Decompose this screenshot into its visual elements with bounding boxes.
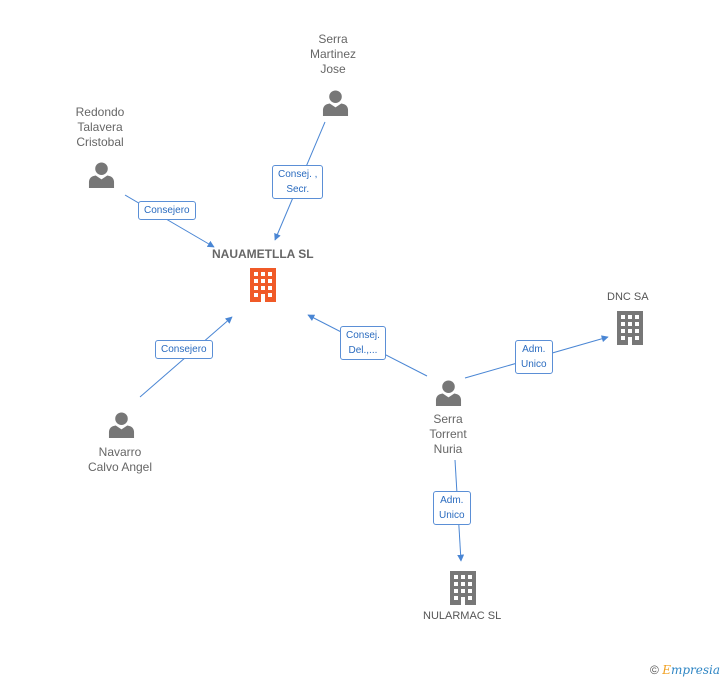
edge-label-serra-torrent-nularmac[interactable]: Adm. Unico [433, 491, 471, 525]
company-name-dnc[interactable]: DNC SA [607, 291, 649, 303]
edge-label-serra-torrent-dnc[interactable]: Adm. Unico [515, 340, 553, 374]
person-name-serra-martinez[interactable]: Serra Martinez Jose [309, 32, 356, 76]
edge-label-serra-torrent-main[interactable]: Consej. Del.,... [340, 326, 386, 360]
person-name-serra-torrent[interactable]: Serra Torrent Nuria [429, 412, 467, 456]
person-icon[interactable] [88, 162, 115, 188]
person-name-navarro[interactable]: Navarro Calvo Angel [87, 445, 153, 474]
copyright-symbol: © [650, 663, 659, 677]
person-icon[interactable] [108, 412, 135, 438]
main-company-name[interactable]: NAUAMETLLA SL [212, 247, 314, 261]
building-icon[interactable] [250, 268, 276, 302]
company-name-nularmac[interactable]: NULARMAC SL [423, 610, 502, 622]
footer-brand: © Empresia [650, 663, 720, 677]
edge-label-serra-martinez[interactable]: Consej. , Secr. [272, 165, 324, 199]
empresia-logo: Empresia [662, 663, 721, 677]
edge-label-redondo[interactable]: Consejero [138, 201, 196, 220]
building-icon[interactable] [450, 571, 476, 605]
edge-label-navarro[interactable]: Consejero [155, 340, 213, 359]
person-name-redondo[interactable]: Redondo Talavera Cristobal [75, 105, 125, 149]
person-icon[interactable] [322, 90, 349, 116]
person-icon[interactable] [435, 380, 462, 406]
building-icon[interactable] [617, 311, 643, 345]
